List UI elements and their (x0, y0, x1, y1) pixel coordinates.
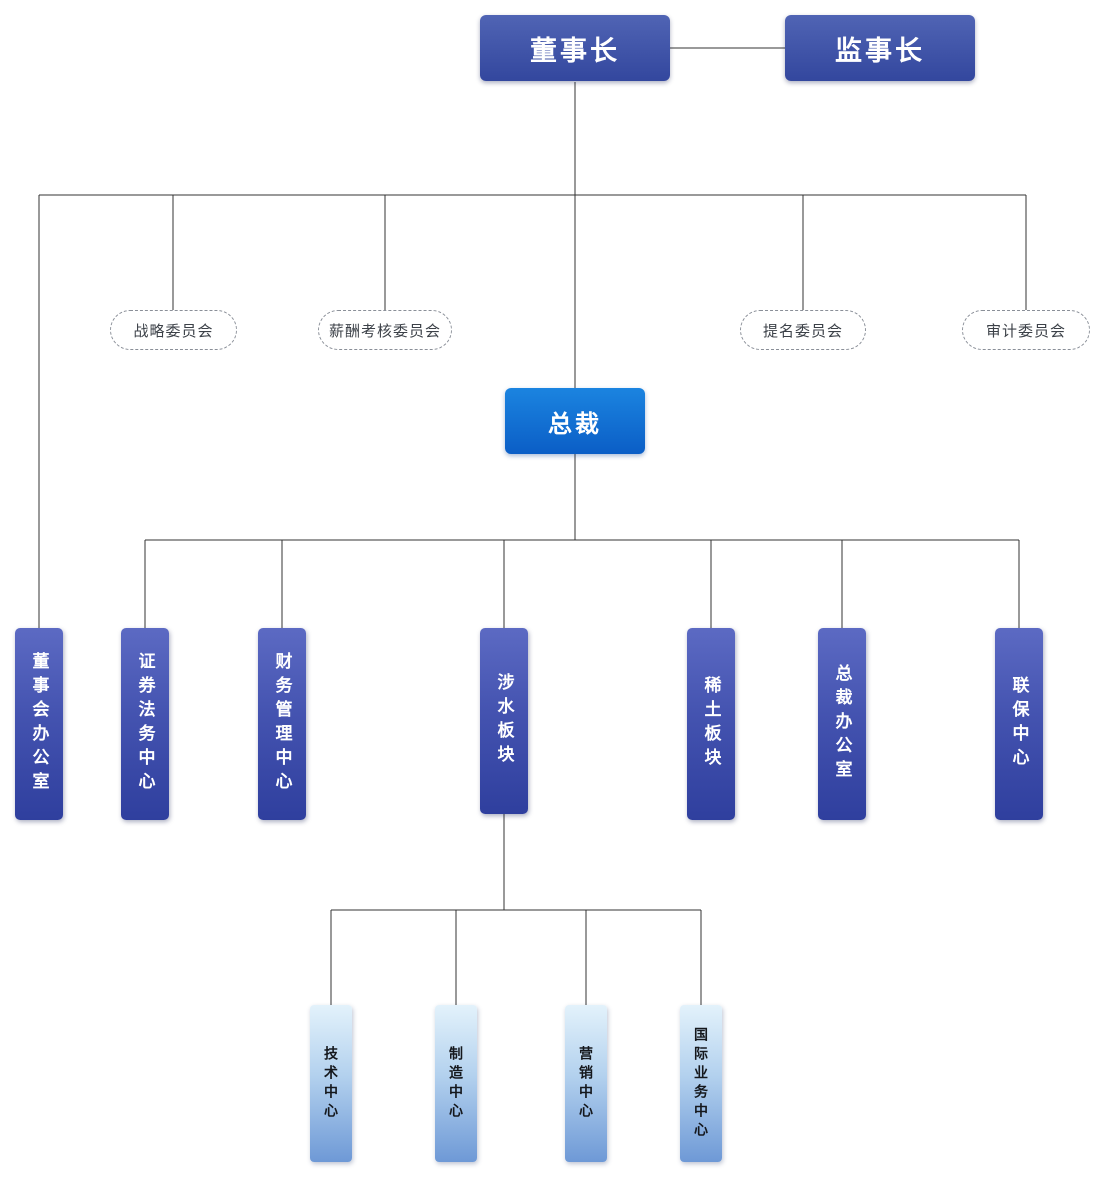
node-supervisor-label: 监事长 (835, 35, 925, 66)
node-president: 总裁 (505, 388, 645, 454)
node-sub-international-business-center: 国际业务中心 (680, 1005, 722, 1162)
node-chairman-label: 董事长 (530, 35, 620, 66)
dept-label: 涉水板块 (494, 673, 514, 769)
node-committee-nomination: 提名委员会 (740, 310, 866, 350)
dept-label: 联保中心 (1009, 676, 1029, 772)
node-sub-marketing-center: 营销中心 (565, 1005, 607, 1162)
sub-dept-label: 技术中心 (323, 1045, 339, 1122)
committee-label: 审计委员会 (985, 322, 1066, 340)
node-president-label: 总裁 (548, 410, 602, 438)
dept-label: 财务管理中心 (272, 652, 292, 796)
sub-dept-label: 国际业务中心 (693, 1026, 709, 1141)
committee-label: 战略委员会 (133, 322, 214, 340)
node-committee-compensation: 薪酬考核委员会 (318, 310, 452, 350)
node-chairman: 董事长 (480, 15, 670, 81)
node-dept-rare-earth-division: 稀土板块 (687, 628, 735, 820)
node-dept-board-office: 董事会办公室 (15, 628, 63, 820)
node-committee-audit: 审计委员会 (962, 310, 1090, 350)
node-dept-water-division: 涉水板块 (480, 628, 528, 814)
node-dept-finance: 财务管理中心 (258, 628, 306, 820)
sub-dept-label: 制造中心 (448, 1045, 464, 1122)
dept-label: 总裁办公室 (832, 664, 852, 784)
committee-label: 薪酬考核委员会 (329, 322, 442, 340)
node-dept-president-office: 总裁办公室 (818, 628, 866, 820)
node-dept-securities-legal: 证券法务中心 (121, 628, 169, 820)
dept-label: 稀土板块 (701, 676, 721, 772)
node-committee-strategy: 战略委员会 (110, 310, 237, 350)
committee-label: 提名委员会 (762, 322, 843, 340)
sub-dept-label: 营销中心 (578, 1045, 594, 1122)
node-sub-manufacturing-center: 制造中心 (435, 1005, 477, 1162)
node-dept-joint-guarantee-center: 联保中心 (995, 628, 1043, 820)
node-supervisor: 监事长 (785, 15, 975, 81)
dept-label: 证券法务中心 (135, 652, 155, 796)
dept-label: 董事会办公室 (29, 652, 49, 796)
node-sub-technology-center: 技术中心 (310, 1005, 352, 1162)
